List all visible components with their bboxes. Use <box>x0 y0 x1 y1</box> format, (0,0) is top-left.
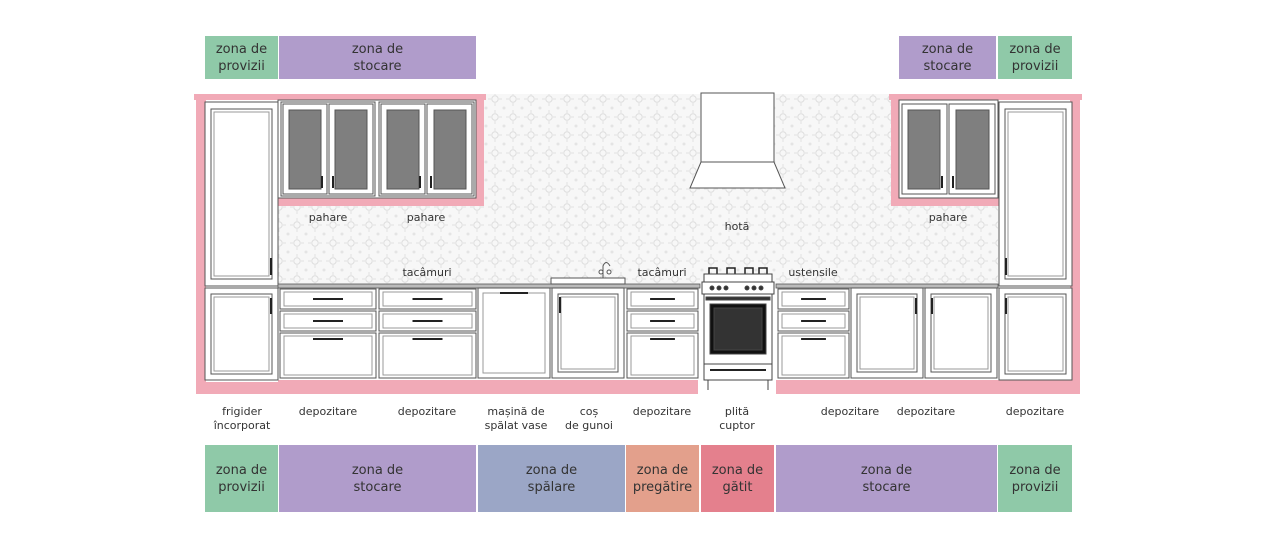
zone-bottom-gatit: zona de gătit <box>701 445 774 512</box>
zone-top-provizii-right: zona de provizii <box>998 36 1072 79</box>
stove-oven <box>701 267 775 390</box>
label-depozitare-2: depozitare <box>397 405 457 418</box>
label-depozitare-3: depozitare <box>632 405 692 418</box>
door-cabinets-right <box>850 287 998 379</box>
label-masina-spalat: mașină de spălat vase <box>484 405 548 432</box>
label-pahare-3: pahare <box>928 211 968 224</box>
pink-frame-left-upper <box>278 94 486 206</box>
label-depozitare-1: depozitare <box>298 405 358 418</box>
zone-bottom-stocare-right: zona de stocare <box>776 445 997 512</box>
pink-frame-left-tall <box>194 94 284 394</box>
drawer-unit-2 <box>378 288 477 379</box>
pink-plinth-left <box>278 380 698 394</box>
drawer-unit-4 <box>777 288 850 379</box>
label-pahare-1: pahare <box>308 211 348 224</box>
label-cos-gunoi: coș de gunoi <box>565 405 613 432</box>
sink-faucet <box>550 262 626 285</box>
tall-fridge-left <box>204 101 279 381</box>
zone-top-stocare-right: zona de stocare <box>899 36 996 79</box>
zone-bottom-pregatire: zona de pregătire <box>626 445 699 512</box>
drawer-unit-1 <box>279 288 377 379</box>
label-depozitare-6: depozitare <box>1005 405 1065 418</box>
label-depozitare-5: depozitare <box>896 405 956 418</box>
countertop-right <box>775 283 999 289</box>
zone-top-stocare-left: zona de stocare <box>279 36 476 79</box>
drawer-unit-3 <box>626 288 699 379</box>
zone-bottom-stocare-left: zona de stocare <box>279 445 476 512</box>
label-hota: hotă <box>724 220 750 233</box>
pink-plinth-right <box>776 380 1072 394</box>
label-tacamuri-1: tacâmuri <box>402 266 452 279</box>
label-depozitare-4: depozitare <box>820 405 880 418</box>
zone-bottom-spalare: zona de spălare <box>478 445 625 512</box>
dishwasher <box>477 287 551 379</box>
trash-cabinet <box>551 287 625 379</box>
label-tacamuri-2: tacâmuri <box>637 266 687 279</box>
pink-frame-right-upper <box>889 94 999 206</box>
label-frigider: frigider încorporat <box>213 405 271 432</box>
upper-glass-cabinets-left <box>277 99 477 199</box>
zone-bottom-provizii-left: zona de provizii <box>205 445 278 512</box>
label-ustensile: ustensile <box>788 266 838 279</box>
label-plita-cuptor: plită cuptor <box>719 405 755 432</box>
zone-top-provizii-left: zona de provizii <box>205 36 278 79</box>
countertop-left <box>277 283 701 289</box>
zone-bottom-provizii-right: zona de provizii <box>998 445 1072 512</box>
label-pahare-2: pahare <box>406 211 446 224</box>
upper-glass-cabinets-right <box>898 99 999 199</box>
tall-pantry-right <box>998 101 1073 381</box>
range-hood <box>689 92 786 189</box>
